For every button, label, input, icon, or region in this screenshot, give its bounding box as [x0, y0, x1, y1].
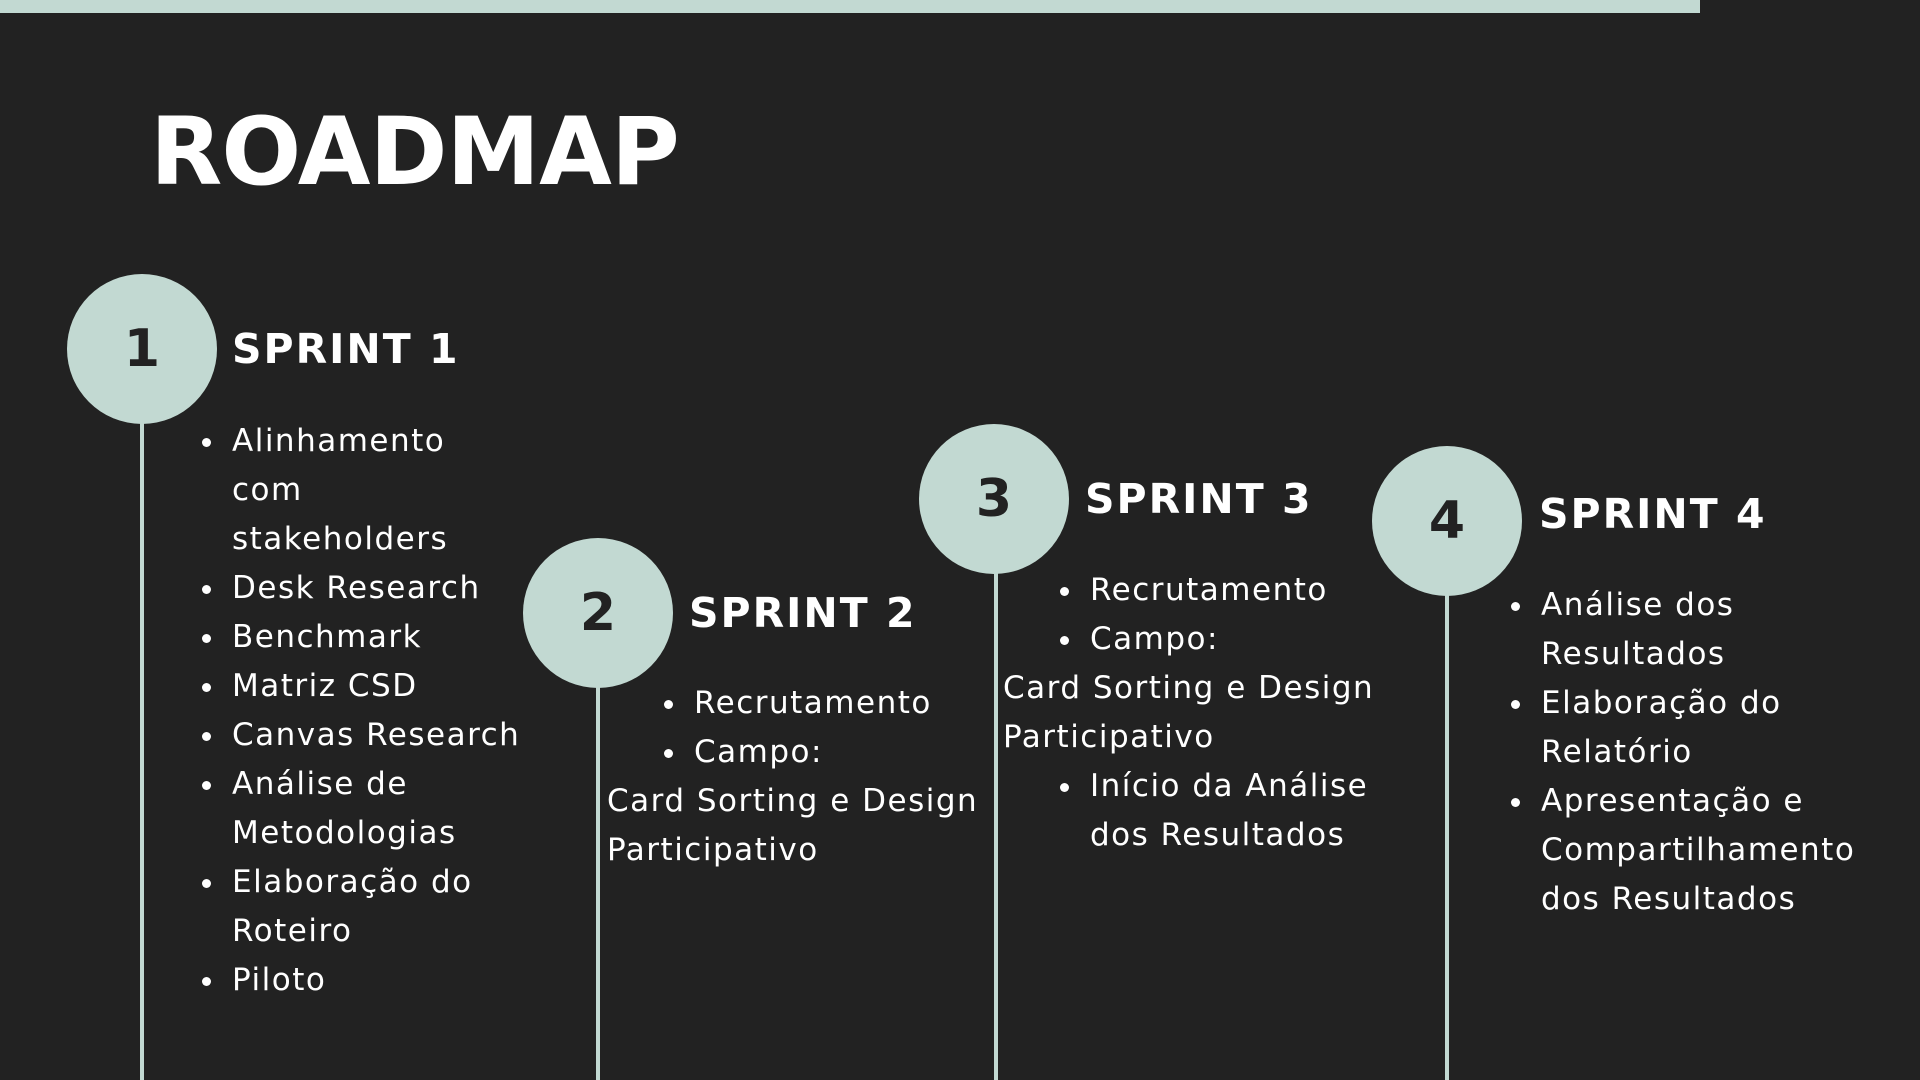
- timeline-stem-sprint-3: [994, 530, 998, 1080]
- page-title: ROADMAP: [150, 98, 680, 207]
- top-accent-bar: [0, 0, 1700, 13]
- list-item: Campo:: [664, 728, 1024, 777]
- sprint-2-task-list: Recrutamento Campo: Card Sorting e Desig…: [607, 679, 1024, 875]
- list-item: Alinhamento com stakeholders: [202, 417, 522, 564]
- sprint-2-number-badge: 2: [523, 538, 673, 688]
- sprint-3-number-badge: 3: [919, 424, 1069, 574]
- list-item: Matriz CSD: [202, 662, 522, 711]
- sprint-3-task-list: Recrutamento Campo: Card Sorting e Desig…: [1003, 566, 1380, 860]
- sprint-4-task-list: Análise dos Resultados Elaboração do Rel…: [1511, 581, 1854, 924]
- list-item: Início da Análise dos Resultados: [1060, 762, 1380, 860]
- list-item: Piloto: [202, 956, 522, 1005]
- list-item: Elaboração do Roteiro: [202, 858, 522, 956]
- sprint-1-title: SPRINT 1: [232, 325, 460, 373]
- timeline-stem-sprint-2: [596, 645, 600, 1080]
- list-item-continuation: Card Sorting e Design Participativo: [1003, 670, 1375, 755]
- sprint-4-number-badge: 4: [1372, 446, 1522, 596]
- timeline-stem-sprint-1: [140, 380, 144, 1080]
- list-item: Elaboração do Relatório: [1511, 679, 1851, 777]
- sprint-2-title: SPRINT 2: [689, 589, 917, 637]
- list-item: Campo:: [1060, 615, 1380, 664]
- sprint-1-number-badge: 1: [67, 274, 217, 424]
- list-item: Apresentação e Compartilhamento dos Resu…: [1511, 777, 1854, 924]
- sprint-1-task-list: Alinhamento com stakeholders Desk Resear…: [202, 417, 522, 1005]
- timeline-stem-sprint-4: [1445, 550, 1449, 1080]
- sprint-4-title: SPRINT 4: [1539, 490, 1767, 538]
- list-item: Benchmark: [202, 613, 522, 662]
- list-item: Análise de Metodologias: [202, 760, 522, 858]
- list-item: Análise dos Resultados: [1511, 581, 1851, 679]
- sprint-3-title: SPRINT 3: [1085, 475, 1313, 523]
- list-item-continuation: Card Sorting e Design Participativo: [607, 783, 979, 868]
- list-item: Canvas Research: [202, 711, 522, 760]
- list-item: Recrutamento: [664, 679, 1024, 728]
- list-item: Recrutamento: [1060, 566, 1380, 615]
- list-item: Desk Research: [202, 564, 522, 613]
